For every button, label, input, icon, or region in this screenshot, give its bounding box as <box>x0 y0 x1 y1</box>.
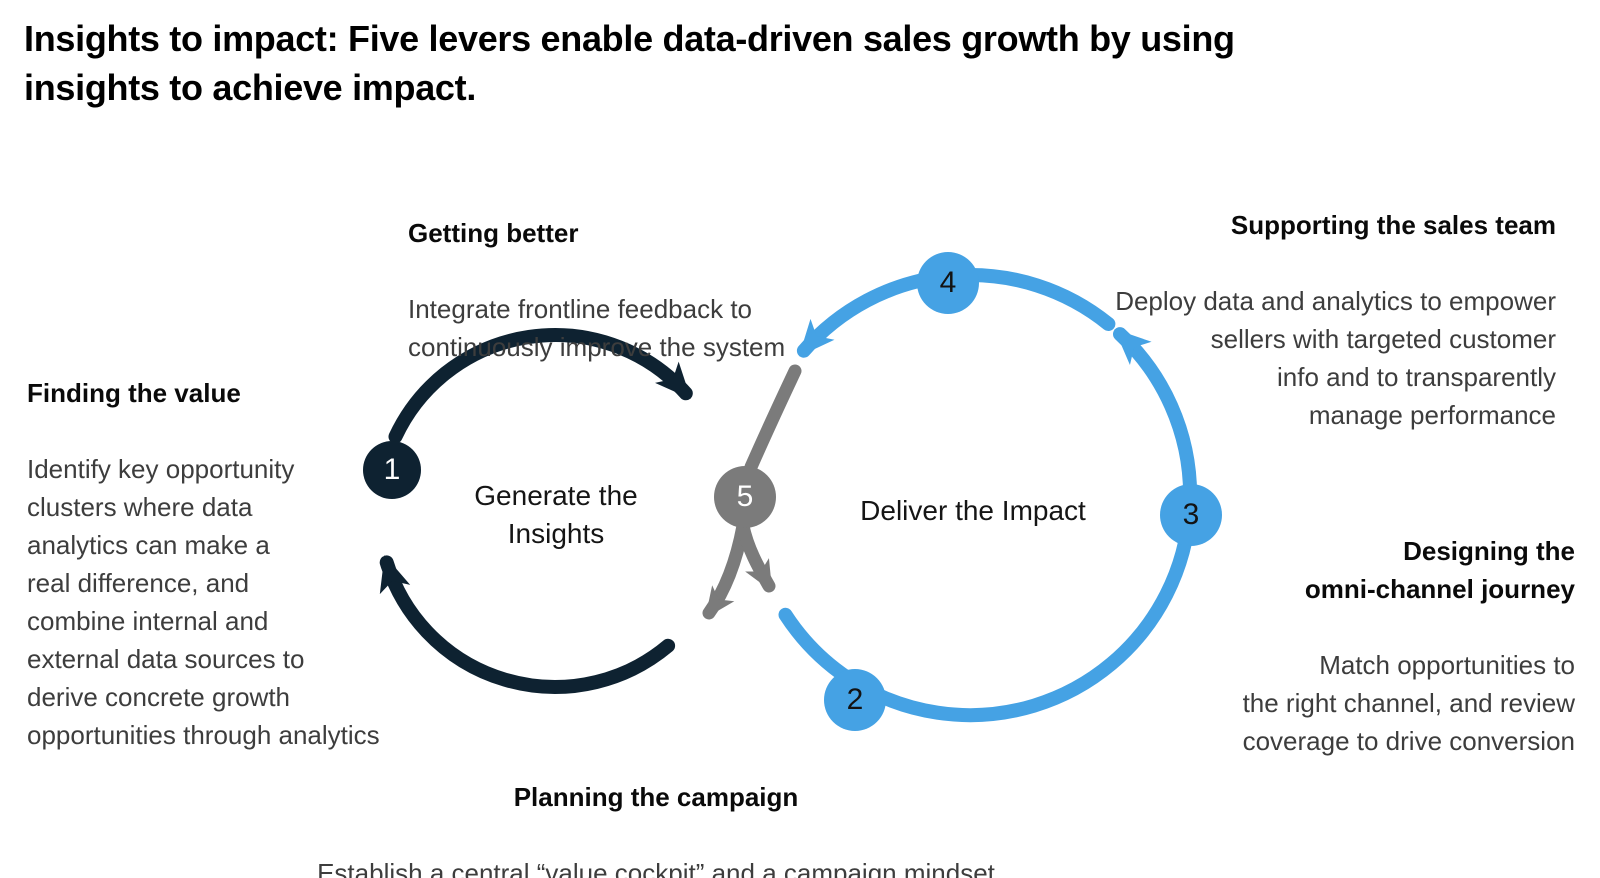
deliver-impact-label: Deliver the Impact <box>860 495 1086 526</box>
lever-5-title: Getting better <box>408 218 579 248</box>
lever-1-title: Finding the value <box>27 378 241 408</box>
generate-insights-label: Generate the Insights <box>474 480 638 549</box>
lever-2-text-block: Planning the campaign Establish a centra… <box>246 740 1066 878</box>
page-title: Insights to impact: Five levers enable d… <box>24 18 1235 108</box>
insights-circle-bottom-arc <box>379 555 676 694</box>
lever-5-number: 5 <box>736 480 754 513</box>
lever-5-text-block: Getting better Integrate frontline feedb… <box>408 176 785 404</box>
lever-2-description: Establish a central “value cockpit” and … <box>317 858 995 878</box>
lever-4-title: Supporting the sales team <box>1230 210 1556 240</box>
feedback-branch-right <box>736 519 776 593</box>
lever-1-number: 1 <box>383 453 401 486</box>
lever-1-node: 1 <box>363 441 421 499</box>
lever-3-description: Match opportunities to the right channel… <box>1242 650 1575 756</box>
lever-5-node: 5 <box>714 466 776 528</box>
lever-4-description: Deploy data and analytics to empower sel… <box>1115 286 1556 430</box>
lever-4-text-block: Supporting the sales team Deploy data an… <box>1115 168 1556 472</box>
lever-3-text-block: Designing the omni-channel journey Match… <box>1243 494 1575 798</box>
lever-2-title: Planning the campaign <box>513 782 799 812</box>
lever-4-number: 4 <box>939 266 957 299</box>
insights-circle-top-arc <box>388 328 693 444</box>
lever-4-node: 4 <box>917 252 979 314</box>
feedback-line-upper <box>744 364 802 474</box>
lever-3-number: 3 <box>1182 498 1200 531</box>
feedback-branch-left <box>702 519 750 620</box>
lever-2-number: 2 <box>846 683 864 716</box>
lever-1-text-block: Finding the value Identify key opportuni… <box>27 336 380 792</box>
lever-2-node: 2 <box>824 669 886 731</box>
lever-5-description: Integrate frontline feedback to continuo… <box>408 294 786 362</box>
lever-3-title: Designing the omni-channel journey <box>1304 536 1575 604</box>
lever-3-node: 3 <box>1160 484 1222 546</box>
lever-1-description: Identify key opportunity clusters where … <box>27 454 380 750</box>
